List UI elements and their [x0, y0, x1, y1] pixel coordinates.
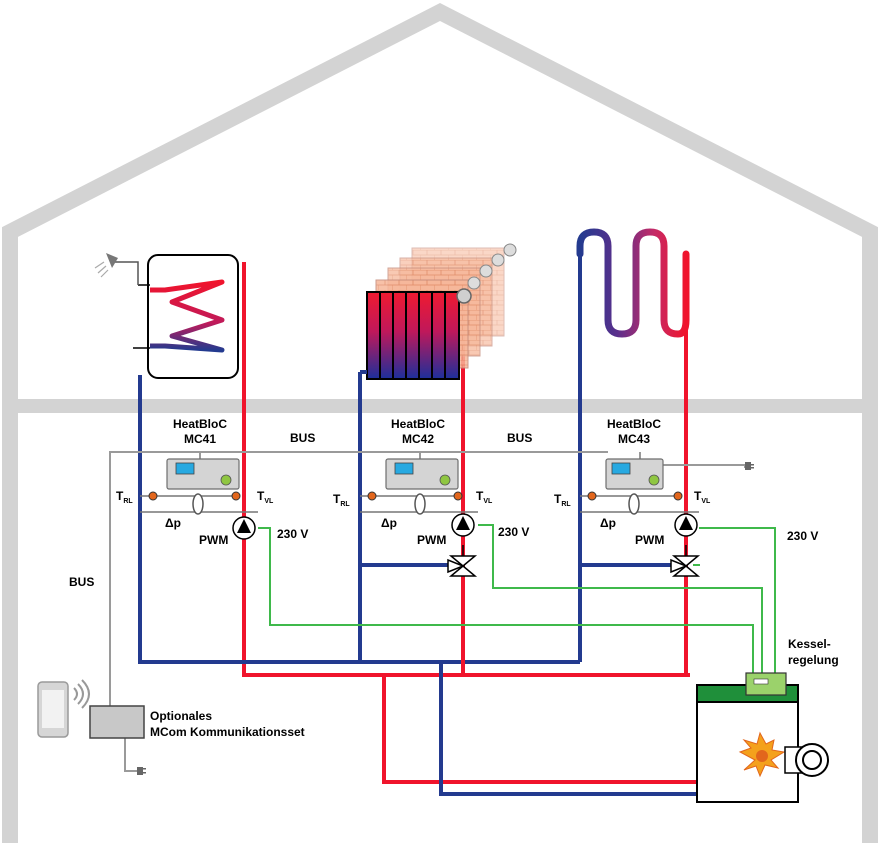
pump-icon: [674, 513, 698, 537]
boiler: [696, 672, 829, 803]
t-vl-label-3: TVL: [694, 489, 711, 505]
mixing-valve-icon: [447, 545, 478, 577]
hot-water-tank: [133, 254, 239, 379]
pwm-label-3: PWM: [635, 533, 664, 547]
t-vl-label-2: TVL: [476, 489, 493, 505]
heatbloc-module-3: [580, 458, 754, 577]
kessel-label-line2: regelung: [788, 653, 839, 667]
heatbloc-module-2: [360, 458, 478, 577]
bus-label-top-2: BUS: [507, 431, 532, 445]
smartphone-icon: [37, 681, 69, 738]
t-vl-label-1: TVL: [257, 489, 274, 505]
labels: HeatBloC MC41 HeatBloC MC42 HeatBloC MC4…: [69, 417, 839, 739]
module-1-model: MC41: [184, 432, 216, 446]
delta-p-label-1: Δp: [165, 516, 181, 530]
voltage-label-2: 230 V: [498, 525, 529, 539]
mcom-label-line1: Optionales: [150, 709, 212, 723]
voltage-label-1: 230 V: [277, 527, 308, 541]
burner-icon: [784, 743, 829, 777]
module-3-model: MC43: [618, 432, 650, 446]
bus-label-left: BUS: [69, 575, 94, 589]
delta-p-label-2: Δp: [381, 516, 397, 530]
heatbloc-module-1: [140, 458, 258, 540]
bus-wiring: [109, 451, 746, 772]
temperature-sensor-icon: [673, 491, 683, 501]
temperature-sensor-icon: [587, 491, 597, 501]
temperature-sensor-icon: [367, 491, 377, 501]
t-rl-label-1: TRL: [116, 489, 133, 505]
delta-p-label-3: Δp: [600, 516, 616, 530]
flame-icon: [738, 731, 786, 778]
pipe-network: [138, 252, 697, 796]
mcom-label-line2: MCom Kommunikationsset: [150, 725, 305, 739]
t-rl-label-3: TRL: [554, 492, 571, 508]
mixing-valve-icon: [670, 545, 701, 577]
plug-icon: [745, 462, 754, 470]
pwm-label-1: PWM: [199, 533, 228, 547]
module-3-name: HeatBloC: [607, 417, 661, 431]
voltage-label-3: 230 V: [787, 529, 818, 543]
pump-icon: [451, 513, 475, 537]
bus-label-top-1: BUS: [290, 431, 315, 445]
radiator-stack: [360, 243, 517, 380]
temperature-sensor-icon: [231, 491, 241, 501]
pwm-label-2: PWM: [417, 533, 446, 547]
wifi-icon: [73, 679, 90, 709]
pump-icon: [232, 516, 256, 540]
house-outline: [2, 3, 878, 843]
module-2-name: HeatBloC: [391, 417, 445, 431]
t-rl-label-2: TRL: [333, 492, 350, 508]
temperature-sensor-icon: [148, 491, 158, 501]
plug-icon: [137, 767, 146, 775]
kessel-label-line1: Kessel-: [788, 637, 831, 651]
power-wiring: [258, 524, 776, 678]
temperature-sensor-icon: [453, 491, 463, 501]
module-1-name: HeatBloC: [173, 417, 227, 431]
shower-icon: [94, 253, 139, 285]
module-2-model: MC42: [402, 432, 434, 446]
mcom-module: [89, 705, 145, 739]
underfloor-heating-loop: [576, 228, 690, 338]
